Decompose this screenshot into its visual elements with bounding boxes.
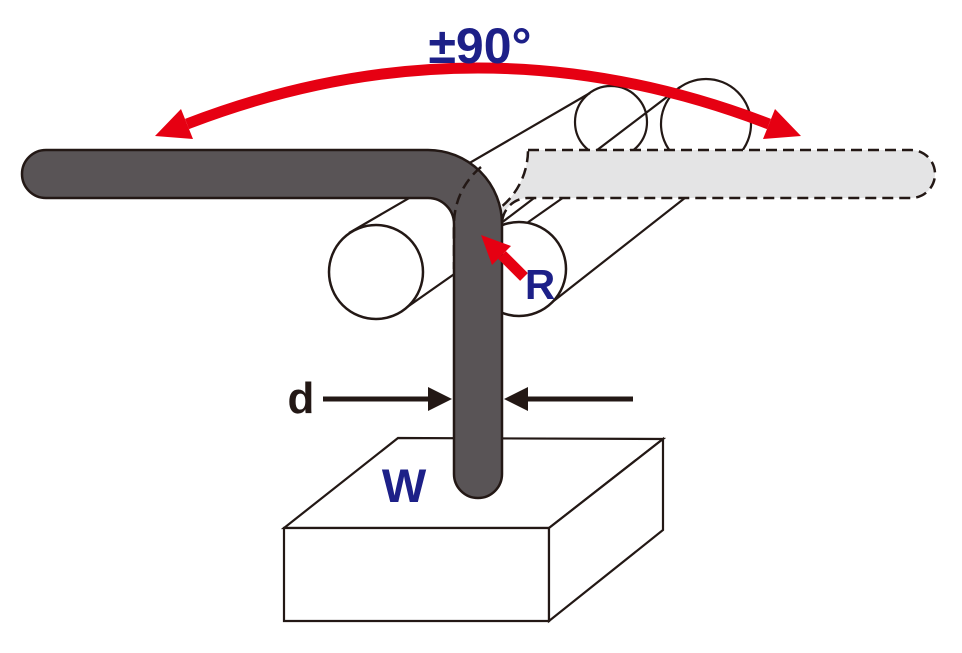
light-wire-dashed <box>452 148 937 270</box>
weight-box-front-face <box>282 526 551 623</box>
dark-wire <box>20 148 504 500</box>
rotation-arc <box>185 62 771 130</box>
front-circle-left <box>327 223 425 321</box>
diameter-dimension: d <box>288 374 633 423</box>
radius-arrowhead-icon <box>481 235 511 265</box>
radius-arrow <box>481 235 528 281</box>
radius-label: R <box>525 261 555 308</box>
weight-label: W <box>382 459 427 512</box>
rotation-arc-arrow <box>155 62 801 139</box>
radius-arrow-shaft <box>498 251 528 281</box>
rotation-arrowhead-left-icon <box>155 109 193 139</box>
diameter-arrowhead-right-icon <box>504 387 528 411</box>
back-circle <box>573 84 649 160</box>
angle-label: ±90° <box>428 18 531 74</box>
diameter-label: d <box>288 374 315 423</box>
rotation-arrowhead-right-icon <box>763 109 801 139</box>
hidden-edge-dashes <box>452 166 482 240</box>
diameter-arrowhead-left-icon <box>428 387 452 411</box>
weight-box-right-face <box>547 436 665 624</box>
